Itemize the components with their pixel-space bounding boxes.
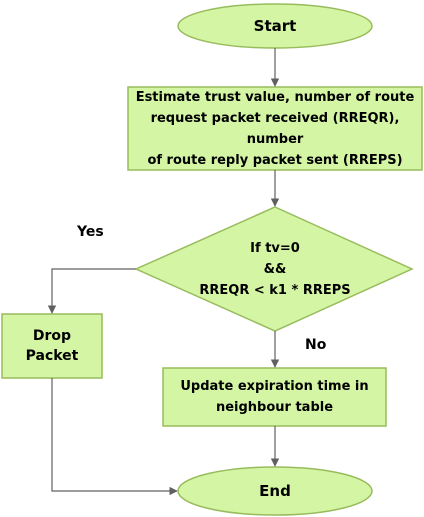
connector-drop-to-end	[51, 378, 178, 496]
end-terminal	[177, 466, 373, 516]
update-process-box	[162, 367, 387, 427]
decision-line-2: &&	[263, 261, 287, 277]
drop-packet-label: Drop Packet	[2, 314, 102, 378]
estimate-line-3: of route reply packet sent (RREPS)	[147, 152, 403, 168]
no-branch-label: No	[305, 337, 327, 353]
estimate-line-2: request packet received (RREQR), number	[150, 110, 400, 147]
estimate-line-1: Estimate trust value, number of route	[135, 89, 415, 105]
decision-line-3: RREQR < k1 * RREPS	[199, 282, 351, 298]
connector-decision-yes-to-drop	[47, 268, 136, 314]
end-label: End	[178, 467, 372, 515]
decision-line-1: If tv=0	[250, 240, 300, 256]
start-label-text: Start	[253, 17, 297, 35]
update-label: Update expiration time in neighbour tabl…	[163, 368, 386, 426]
start-label: Start	[178, 4, 372, 48]
end-label-text: End	[259, 482, 291, 500]
drop-line-1: Drop	[32, 328, 72, 344]
update-line-1: Update expiration time in	[180, 379, 369, 394]
update-line-2: neighbour table	[215, 400, 334, 415]
drop-line-2: Packet	[25, 348, 79, 364]
yes-branch-label: Yes	[77, 224, 104, 240]
estimate-label: Estimate trust value, number of route re…	[128, 87, 422, 170]
estimate-process-box	[127, 86, 423, 171]
decision-label: If tv=0 && RREQR < k1 * RREPS	[170, 226, 380, 312]
